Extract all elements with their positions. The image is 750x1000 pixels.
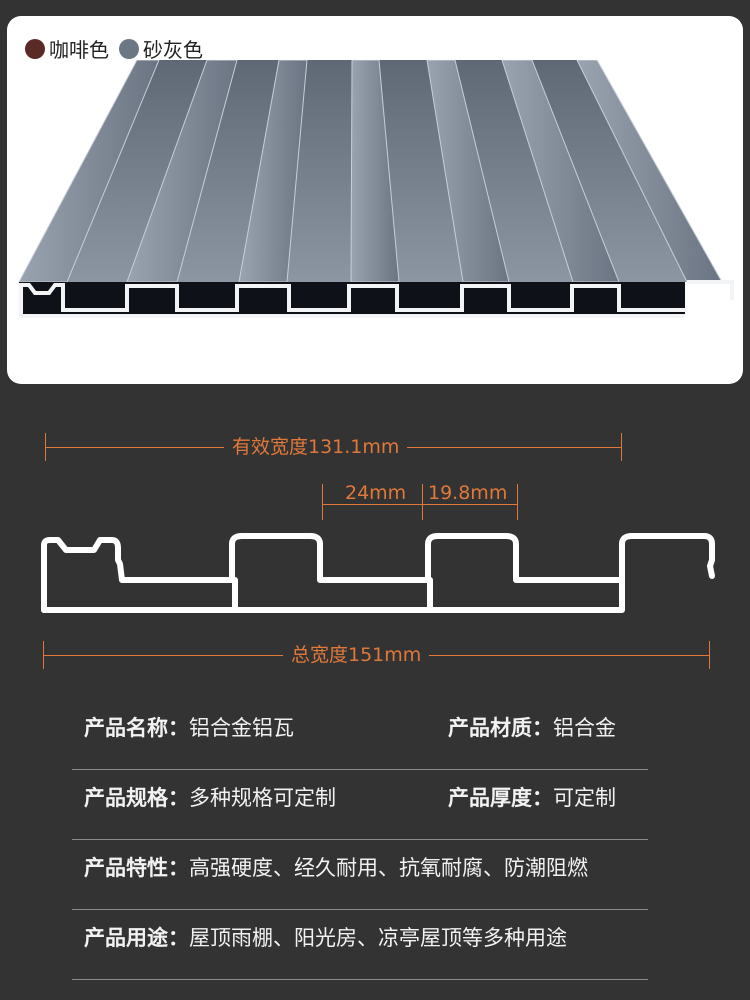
spec-thickness: 产品厚度：可定制 [448,786,616,810]
spec-row: 产品用途：屋顶雨棚、阳光房、凉亭屋顶等多种用途 [72,910,648,980]
spec-row: 产品特性：高强硬度、经久耐用、抗氧耐腐、防潮阻燃 [72,840,648,910]
effective-width-label: 有效宽度131.1mm [224,436,408,458]
sand-gray-swatch-icon [119,38,139,59]
cross-section-profile-diagram [41,533,715,613]
color-options: 咖啡色 砂灰色 [25,34,213,63]
rib-top-width-label: 24mm [345,482,407,504]
color-option-coffee[interactable]: 咖啡色 [25,34,109,63]
spec-usage: 产品用途：屋顶雨棚、阳光房、凉亭屋顶等多种用途 [84,926,567,950]
total-width-label: 总宽度151mm [283,644,430,666]
spec-row: 产品规格：多种规格可定制 产品厚度：可定制 [72,770,648,840]
spec-features: 产品特性：高强硬度、经久耐用、抗氧耐腐、防潮阻燃 [84,856,588,880]
aluminum-tile-render-image [18,60,734,318]
color-option-sand-gray[interactable]: 砂灰色 [119,34,203,63]
color-option-label: 砂灰色 [143,38,203,62]
product-specs-table: 产品名称：铝合金铝瓦 产品材质：铝合金 产品规格：多种规格可定制 产品厚度：可定… [72,700,648,980]
rib-gap-width-label: 19.8mm [428,482,508,504]
product-image-card: 咖啡色 砂灰色 [7,16,743,384]
spec-row: 产品名称：铝合金铝瓦 产品材质：铝合金 [72,700,648,770]
color-option-label: 咖啡色 [49,38,109,62]
spec-specification: 产品规格：多种规格可定制 [84,786,336,810]
spec-material: 产品材质：铝合金 [448,716,616,740]
coffee-swatch-icon [25,38,45,59]
spec-product-name: 产品名称：铝合金铝瓦 [84,716,294,740]
